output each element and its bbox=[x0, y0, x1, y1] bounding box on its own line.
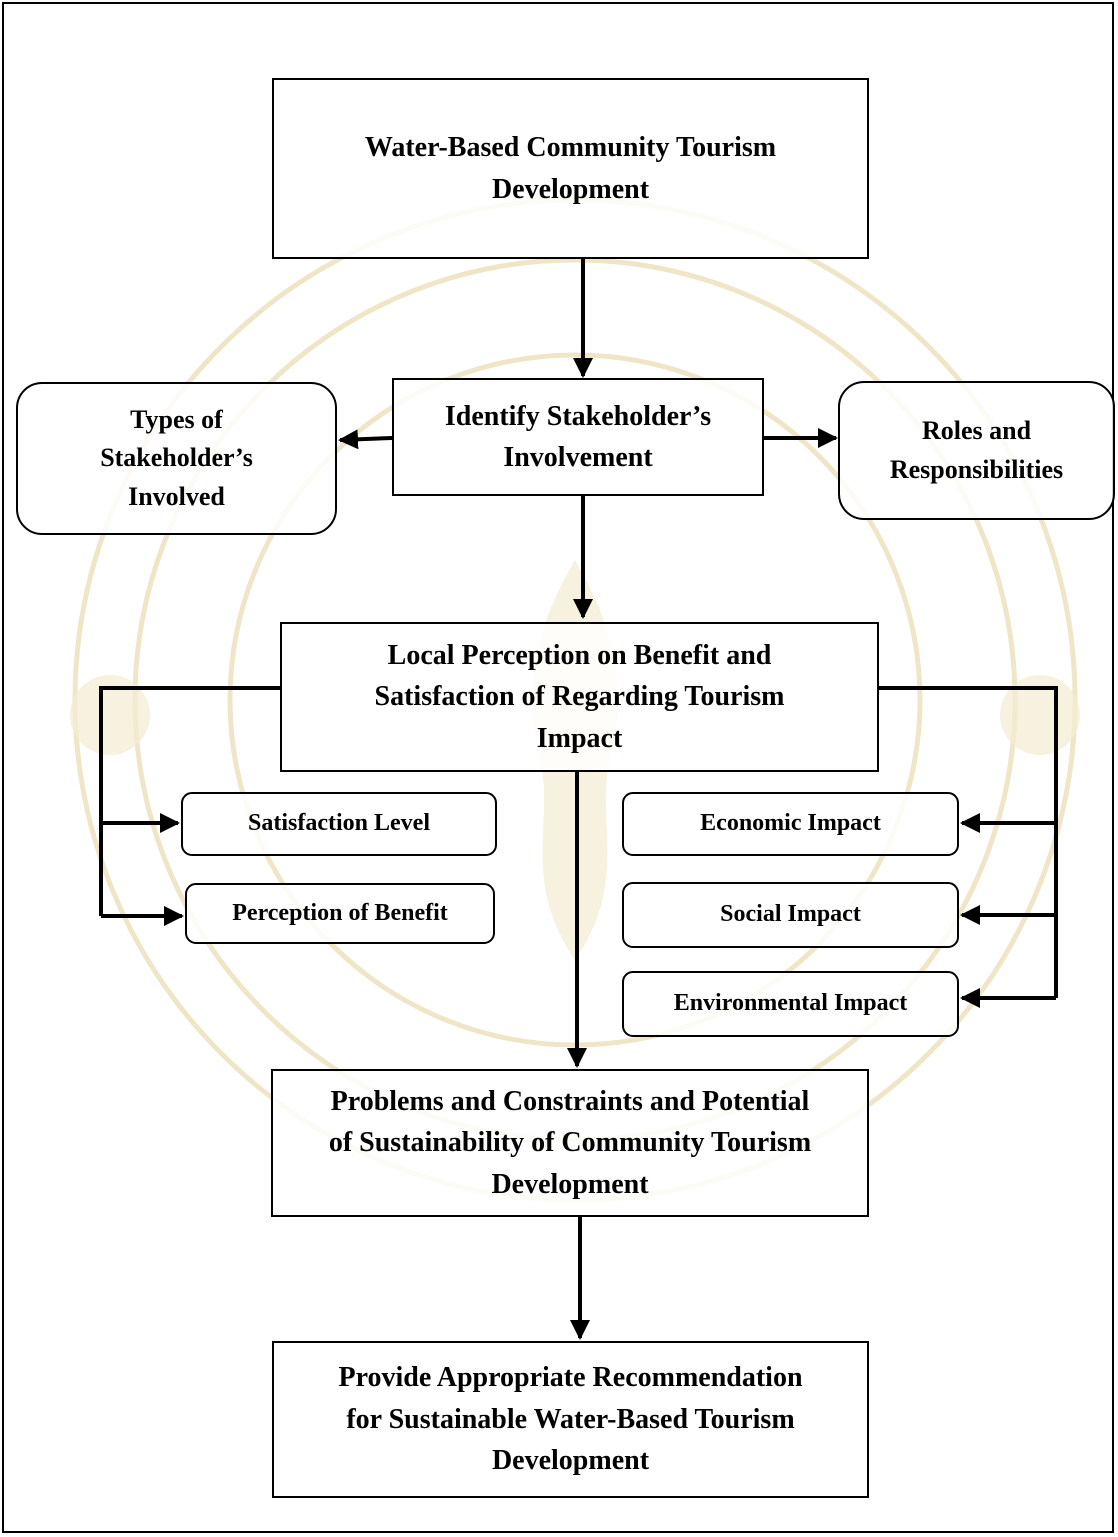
node-benefit-label: Perception of Benefit bbox=[232, 899, 448, 926]
node-social: Social Impact bbox=[622, 882, 959, 948]
node-recommend-label: Provide Appropriate Recommendation for S… bbox=[338, 1362, 803, 1477]
node-roles: Roles and Responsibilities bbox=[838, 381, 1115, 520]
node-recommend: Provide Appropriate Recommendation for S… bbox=[272, 1341, 869, 1498]
node-benefit: Perception of Benefit bbox=[185, 883, 495, 944]
node-identify: Identify Stakeholder’s Involvement bbox=[392, 378, 764, 496]
node-problems: Problems and Constraints and Potential o… bbox=[271, 1069, 869, 1217]
edge-identify-types bbox=[338, 429, 393, 450]
node-start: Water-Based Community Tourism Developmen… bbox=[272, 78, 869, 259]
node-problems-label: Problems and Constraints and Potential o… bbox=[328, 1085, 812, 1200]
node-perception: Local Perception on Benefit and Satisfac… bbox=[280, 622, 879, 772]
node-environmental: Environmental Impact bbox=[622, 971, 959, 1037]
node-environmental-label: Environmental Impact bbox=[673, 990, 908, 1017]
node-perception-label: Local Perception on Benefit and Satisfac… bbox=[374, 639, 785, 754]
node-social-label: Social Impact bbox=[720, 901, 861, 928]
node-roles-label: Roles and Responsibilities bbox=[889, 416, 1064, 484]
node-types: Types of Stakeholder’s Involved bbox=[16, 382, 337, 535]
node-economic: Economic Impact bbox=[622, 792, 959, 856]
edge-left-bracket bbox=[99, 686, 280, 916]
node-satisfaction-label: Satisfaction Level bbox=[248, 810, 430, 837]
node-identify-label: Identify Stakeholder’s Involvement bbox=[444, 400, 712, 473]
node-satisfaction: Satisfaction Level bbox=[181, 792, 497, 856]
node-economic-label: Economic Impact bbox=[700, 810, 881, 837]
edge-right-bracket bbox=[879, 686, 1058, 998]
node-start-label: Water-Based Community Tourism Developmen… bbox=[364, 132, 777, 205]
node-types-label: Types of Stakeholder’s Involved bbox=[100, 404, 253, 511]
